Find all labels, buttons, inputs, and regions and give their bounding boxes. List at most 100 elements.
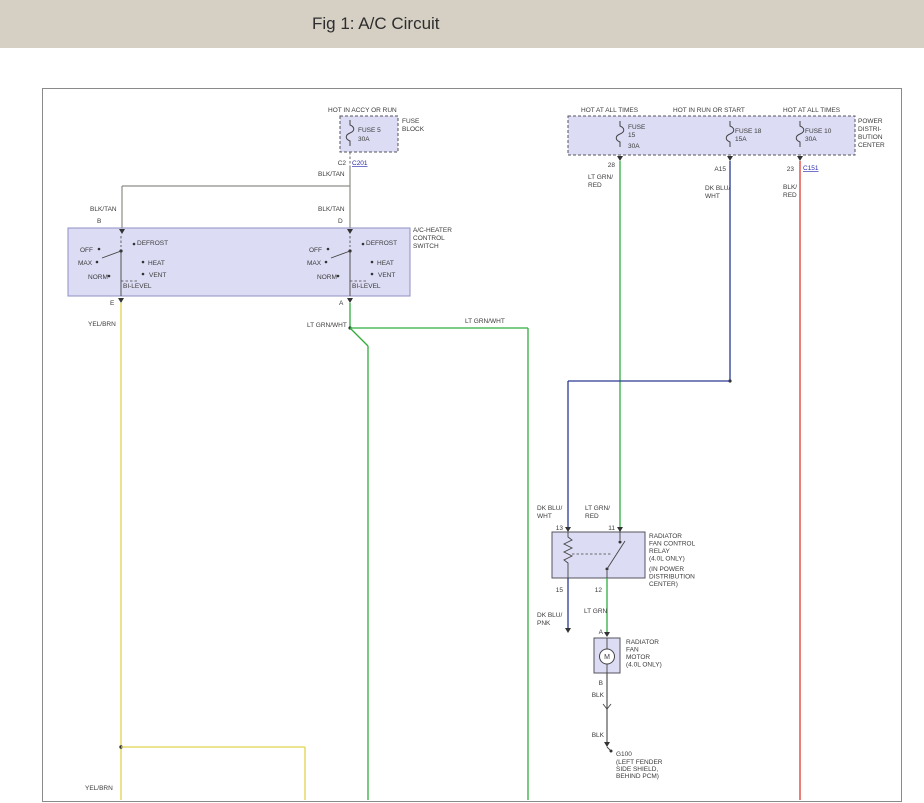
- relay-in13-label-1: DK BLU/: [537, 505, 562, 512]
- connector-c2: C2: [338, 160, 347, 167]
- yel-brn-wire: YEL/BRN YEL/BRN: [85, 303, 306, 800]
- ground-dot: [609, 749, 613, 753]
- wire-label-dkbluwht-1: DK BLU/: [705, 185, 730, 192]
- wire-label-blktan-right: BLK/TAN: [318, 206, 345, 213]
- fuse-icon: [795, 121, 805, 147]
- fuse15-label-1: FUSE: [628, 124, 646, 131]
- pdc-name-4: CENTER: [858, 142, 885, 149]
- relay-name-3: RELAY: [649, 548, 670, 555]
- switch-name-2: CONTROL: [413, 235, 445, 242]
- fuse10-amp: 30A: [805, 136, 817, 143]
- inline-connector-icon: [602, 703, 612, 710]
- pos-max: MAX: [78, 260, 93, 267]
- wire-label-ltgrn: LT GRN: [584, 608, 608, 615]
- pos-defrost: DEFROST: [137, 240, 168, 247]
- wire-label-ltgrnwht-left: LT GRN/WHT: [307, 322, 347, 329]
- terminal-e: E: [110, 300, 115, 307]
- motor-name-3: MOTOR: [626, 654, 650, 661]
- arrow-down-icon: [727, 156, 733, 161]
- diagram-frame: [42, 88, 902, 802]
- fuse-icon: [725, 121, 735, 147]
- hot-in-accy-label: HOT IN ACCY OR RUN: [328, 107, 397, 114]
- relay-contact: [606, 540, 626, 570]
- wire-label-blk-1: BLK: [592, 692, 605, 699]
- terminal-28: 28: [608, 162, 616, 169]
- switch-rotary-right: OFF DEFROST MAX HEAT NORM VENT BI-LEVEL: [307, 236, 397, 296]
- relay-box: [551, 531, 646, 579]
- fuse15-label-2: 15: [628, 132, 636, 139]
- terminal-11: 11: [608, 525, 615, 532]
- terminal-15: 15: [556, 587, 564, 594]
- figure-title: Fig 1: A/C Circuit: [312, 14, 440, 33]
- lt-grn-red-wire: LT GRN/ RED: [588, 161, 621, 532]
- pos-norm: NORM: [88, 274, 108, 281]
- wire-label-blkred-2: RED: [783, 192, 797, 199]
- pdc-name-3: BUTION: [858, 134, 883, 141]
- blk-tan-wires: BLK/TAN BLK/TAN BLK/TAN B D: [90, 167, 351, 228]
- fuse-block: HOT IN ACCY OR RUN FUSE 5 30A FUSE BLOCK…: [328, 107, 425, 167]
- terminal-a15: A15: [714, 166, 726, 173]
- fuse15-amp: 30A: [628, 143, 640, 150]
- arrow-down-icon: [565, 527, 571, 532]
- arrow-down-icon: [797, 156, 803, 161]
- pos-bilevel: BI-LEVEL: [123, 283, 152, 290]
- fuse10-label: FUSE 10: [805, 128, 832, 135]
- pos-bilevel: BI-LEVEL: [352, 283, 381, 290]
- relay-name-1: RADIATOR: [649, 533, 682, 540]
- arrow-down-icon: [565, 628, 571, 633]
- radiator-fan-control-relay: DK BLU/ WHT LT GRN/ RED 13 11 RADIATOR F…: [537, 505, 696, 594]
- hot-label-1: HOT AT ALL TIMES: [581, 107, 639, 114]
- fuse5-label: FUSE 5: [358, 127, 381, 134]
- relay-name-4: (4.0L ONLY): [649, 556, 685, 563]
- fuse-block-name-1: FUSE: [402, 118, 420, 125]
- motor-symbol: M: [604, 654, 610, 661]
- pdc-name-2: DISTRI-: [858, 126, 881, 133]
- power-distribution-center: HOT AT ALL TIMES HOT IN RUN OR START HOT…: [567, 107, 885, 173]
- motor-name-1: RADIATOR: [626, 639, 659, 646]
- wire-label-dkblupnk-2: PNK: [537, 620, 551, 627]
- wire-label-dkblupnk-1: DK BLU/: [537, 612, 562, 619]
- terminal-b: B: [97, 218, 101, 225]
- ground-loc-2: SIDE SHIELD,: [616, 766, 658, 773]
- relay-loc-2: DISTRIBUTION: [649, 574, 695, 581]
- relay-loc-1: (IN POWER: [649, 566, 684, 573]
- fuse-icon: [615, 121, 625, 147]
- blk-red-wire: BLK/ RED: [783, 161, 801, 800]
- fuse-icon: [345, 120, 355, 146]
- pos-vent: VENT: [149, 272, 166, 279]
- connector-c151-link[interactable]: C151: [803, 165, 819, 172]
- switch-box: [67, 227, 411, 297]
- arrow-down-icon: [617, 527, 623, 532]
- terminal-a-motor: A: [599, 629, 604, 636]
- ground-loc-1: (LEFT FENDER: [616, 759, 663, 766]
- pos-heat: HEAT: [377, 260, 394, 267]
- arrow-down-icon: [347, 229, 353, 234]
- ac-heater-control-switch: A/C-HEATER CONTROL SWITCH OFF DEFROST MA…: [67, 227, 452, 307]
- hot-label-2: HOT IN RUN OR START: [673, 107, 745, 114]
- relay-loc-3: CENTER): [649, 581, 678, 588]
- terminal-b-motor: B: [599, 680, 603, 687]
- arrow-down-icon: [604, 632, 610, 637]
- arrow-down-icon: [118, 298, 124, 303]
- fuse-block-name-2: BLOCK: [402, 126, 425, 133]
- relay-coil: [562, 532, 574, 578]
- blk-ground-wire: BLK BLK G100 (LEFT FENDER SIDE SHIELD, B…: [592, 673, 663, 780]
- pdc-box: [567, 115, 856, 156]
- wire-label-dkbluwht-2: WHT: [705, 193, 720, 200]
- terminal-13: 13: [556, 525, 564, 532]
- fuse18-label: FUSE 18: [735, 128, 762, 135]
- arrow-down-icon: [604, 742, 610, 747]
- lt-grn-wire: LT GRN A: [584, 578, 610, 637]
- pos-heat: HEAT: [148, 260, 165, 267]
- wire-label-ltgrnwht-right: LT GRN/WHT: [465, 318, 505, 325]
- wire-label-ltgrnred-1: LT GRN/: [588, 174, 613, 181]
- relay-in11-label-1: LT GRN/: [585, 505, 610, 512]
- pos-vent: VENT: [378, 272, 395, 279]
- dk-blu-pnk-wire: DK BLU/ PNK: [537, 578, 571, 633]
- dk-blu-wht-wire: DK BLU/ WHT: [567, 161, 732, 527]
- arrow-down-icon: [119, 229, 125, 234]
- connector-c201-link[interactable]: C201: [352, 160, 368, 167]
- lt-grn-wht-wire: LT GRN/WHT LT GRN/WHT: [307, 303, 529, 800]
